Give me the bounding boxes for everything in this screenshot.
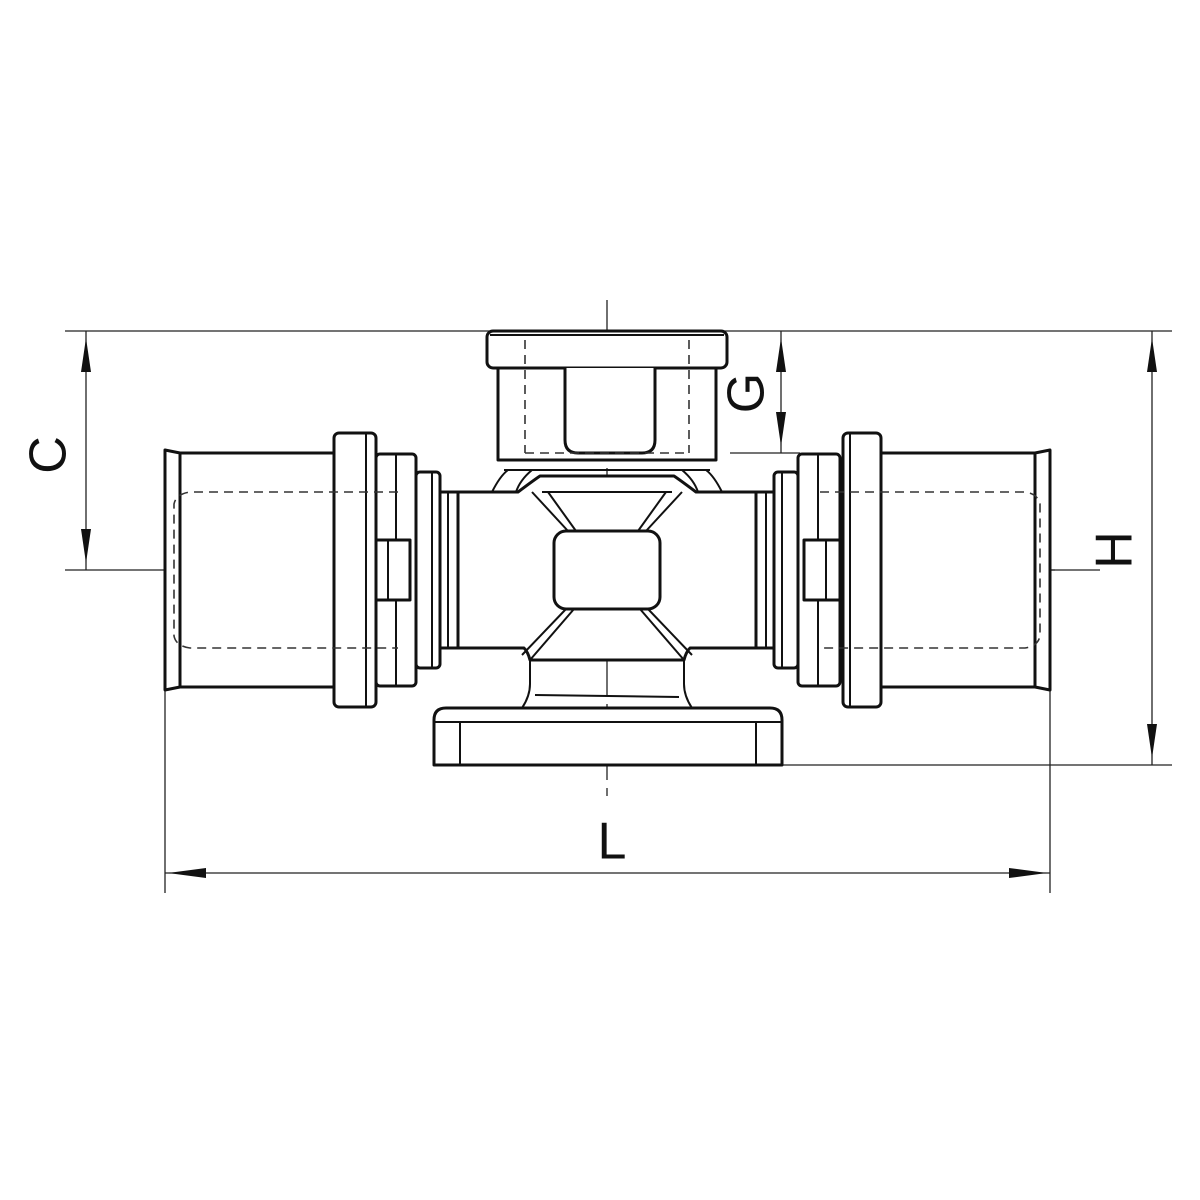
branch-outlet — [485, 329, 729, 471]
left-press-fitting — [163, 431, 460, 709]
tee-body — [456, 469, 758, 662]
right-press-fitting — [754, 431, 1052, 709]
dimension-l: L — [165, 813, 1050, 878]
dimension-label-l: L — [598, 813, 627, 871]
dimension-h: H — [1086, 331, 1157, 765]
dimension-label-h: H — [1086, 531, 1144, 569]
dimension-c: C — [20, 331, 91, 570]
dimension-g: G — [718, 331, 786, 453]
dimension-label-g: G — [718, 373, 776, 413]
dimension-label-c: C — [20, 436, 78, 474]
mounting-plate — [432, 650, 784, 767]
